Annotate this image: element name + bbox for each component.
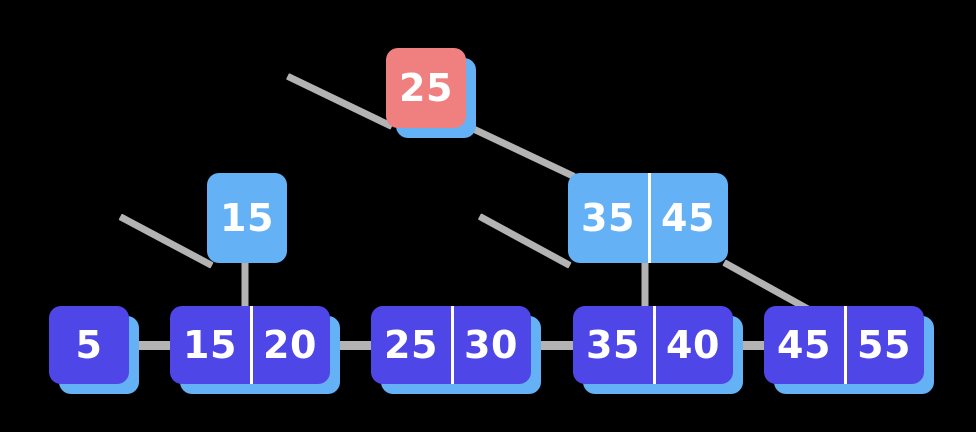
edge-leaf-1-to-leaf-2 bbox=[129, 341, 171, 350]
edge-internal-left-to-leaf-1 bbox=[118, 213, 214, 269]
node-key-cell: 30 bbox=[451, 306, 531, 384]
edge-root-to-internal-left bbox=[285, 73, 394, 130]
edge-leaf-2-to-leaf-3 bbox=[330, 341, 372, 350]
tree-node-leaf-4[interactable]: 35 40 bbox=[573, 306, 743, 394]
node-key-cell: 25 bbox=[399, 66, 453, 110]
tree-node-root[interactable]: 25 bbox=[386, 48, 476, 138]
edge-root-to-internal-right bbox=[462, 121, 576, 180]
node-key-cell: 5 bbox=[75, 323, 103, 367]
tree-node-internal-left[interactable]: 15 bbox=[207, 173, 287, 263]
node-face: 25 bbox=[386, 48, 466, 128]
edge-leaf-3-to-leaf-4 bbox=[533, 341, 575, 350]
node-face: 35 45 bbox=[568, 173, 728, 263]
edge-internal-right-to-leaf-3 bbox=[477, 213, 572, 269]
tree-node-leaf-2[interactable]: 15 20 bbox=[170, 306, 340, 394]
tree-node-internal-right[interactable]: 35 45 bbox=[568, 173, 728, 263]
node-key-cell: 35 bbox=[581, 196, 635, 240]
node-face: 15 bbox=[207, 173, 287, 263]
node-face: 5 bbox=[49, 306, 129, 384]
node-key-cell: 55 bbox=[844, 306, 924, 384]
node-key-cell: 45 bbox=[777, 323, 831, 367]
tree-node-leaf-5[interactable]: 45 55 bbox=[764, 306, 934, 394]
node-face: 45 55 bbox=[764, 306, 924, 384]
node-key-cell: 15 bbox=[183, 323, 237, 367]
node-key-cell: 20 bbox=[250, 306, 330, 384]
node-key-cell: 45 bbox=[648, 173, 728, 263]
node-key-cell: 15 bbox=[220, 196, 274, 240]
node-key-cell: 25 bbox=[384, 323, 438, 367]
node-face: 35 40 bbox=[573, 306, 733, 384]
node-key-cell: 40 bbox=[653, 306, 733, 384]
node-face: 15 20 bbox=[170, 306, 330, 384]
edge-leaf-4-to-leaf-5 bbox=[733, 341, 775, 350]
tree-node-leaf-3[interactable]: 25 30 bbox=[371, 306, 541, 394]
node-key-cell: 35 bbox=[586, 323, 640, 367]
tree-node-leaf-1[interactable]: 5 bbox=[49, 306, 139, 394]
node-face: 25 30 bbox=[371, 306, 531, 384]
